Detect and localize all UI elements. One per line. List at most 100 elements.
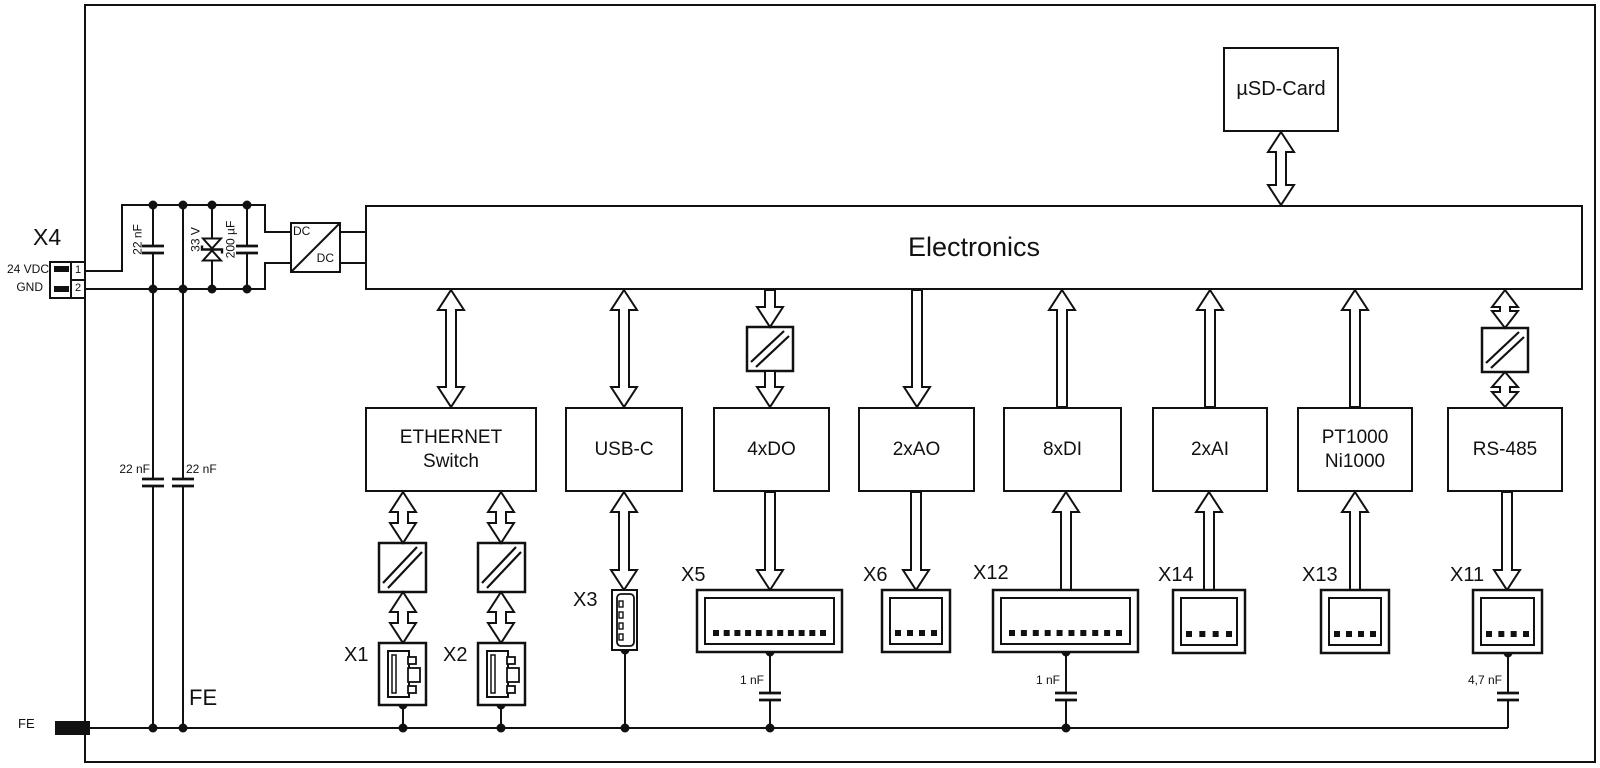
terminal-pin-dot (787, 630, 794, 636)
block-label: RS-485 (1472, 438, 1538, 460)
terminal-pin-dot (1032, 630, 1039, 636)
terminal-pin-dot (919, 630, 925, 636)
junction-dot (178, 723, 188, 733)
terminal-pin-dot (1068, 630, 1075, 636)
terminal-connector (1000, 597, 1131, 645)
usb-pin (618, 611, 624, 619)
pin1-number: 1 (74, 264, 82, 276)
block-usb-c: USB-C (565, 407, 683, 492)
fe-terminal-bar (55, 721, 90, 735)
x12-drop-cap-value: 1 nF (1035, 673, 1060, 687)
terminal-pin-dot (1370, 631, 1376, 637)
pin2-number: 2 (74, 282, 82, 294)
junction-dot (148, 723, 158, 733)
terminal-pin-dot (1498, 631, 1505, 637)
terminal-pin-dot (1346, 631, 1352, 637)
rj45-jack-icon (407, 656, 417, 665)
x4-connector-label: X4 (33, 224, 62, 250)
terminal-pin-dot (1523, 631, 1529, 637)
block-label: 4xDO (747, 438, 796, 460)
terminal-pin-dot (1092, 630, 1099, 636)
connector-label-x12: X12 (973, 562, 1009, 584)
terminal-pin-dot (895, 630, 901, 636)
block-2xao: 2xAO (858, 407, 975, 492)
rj45-jack-icon (506, 685, 516, 694)
connector-label-x13: X13 (1302, 564, 1338, 586)
terminal-pin-dot (1186, 631, 1192, 637)
isolation-barrier-icon (481, 546, 517, 584)
rj45-jack-icon (387, 650, 410, 698)
block-label: 2xAO (892, 438, 941, 460)
usb-pin (618, 633, 624, 641)
terminal-pin-dot (723, 630, 730, 636)
sd-card-label: µSD-Card (1236, 78, 1326, 100)
ai-port-arrow (1194, 490, 1224, 591)
terminal-connector (889, 597, 943, 645)
junction-dot (765, 723, 775, 733)
tvs-diode-icon (200, 237, 224, 250)
terminal-pin-dot (809, 630, 816, 636)
terminal-pin-dot (907, 630, 913, 636)
terminal-pin-dot (713, 630, 719, 636)
block-label: Switch (423, 450, 479, 472)
ethernet-port2-arrow (486, 590, 516, 645)
wire (85, 204, 291, 272)
ethernet-bus-arrow (436, 288, 466, 409)
isolation-barrier-icon (1485, 331, 1520, 364)
terminal-pin-dot (777, 630, 784, 636)
block-label: Ni1000 (1324, 450, 1386, 472)
emi-cap2-value: 22 nF (186, 462, 217, 476)
isolation-barrier-icon (755, 335, 790, 368)
block-8xdi: 8xDI (1003, 407, 1122, 492)
junction-dot (1061, 723, 1071, 733)
tvs-diode-icon (200, 249, 224, 262)
terminal-pin-dot (1104, 630, 1111, 636)
junction-dot (207, 284, 217, 294)
electronics-box: Electronics (365, 205, 1583, 290)
x4-pin1-contact (54, 266, 69, 272)
terminal-pin-dot (1334, 631, 1340, 637)
terminal-pin-dot (1009, 630, 1015, 636)
isolation-barrier-icon (377, 541, 428, 594)
di-bus-arrow (1047, 288, 1077, 408)
sd-card-arrow (1266, 130, 1296, 207)
connector-label-x11: X11 (1450, 564, 1485, 586)
block-label: 2xAI (1190, 438, 1230, 460)
wire (85, 262, 291, 290)
isolation-barrier-icon (1480, 326, 1530, 374)
junction-dot (398, 723, 408, 733)
rj45-jack-icon (407, 685, 417, 694)
tvs-diode-value: 33 V (188, 227, 203, 252)
terminal-pin-dot (1044, 630, 1051, 636)
terminal-connector (1328, 597, 1382, 646)
ao-port-arrow (901, 491, 931, 592)
block-2xai: 2xAI (1152, 407, 1268, 492)
terminal-pin-dot (1020, 630, 1027, 636)
bulk-cap-value: 200 µF (223, 220, 238, 259)
ethernet-port1-arrow (388, 490, 418, 545)
junction-dot (178, 200, 188, 210)
rs485-bus-arrow (1489, 288, 1521, 330)
usb-pin (618, 622, 624, 630)
di-port-arrow (1051, 490, 1081, 591)
x4-pin2-contact (54, 286, 69, 292)
isolation-barrier-icon (750, 330, 785, 363)
connector-label-x14: X14 (1158, 564, 1194, 586)
pin1-name: 24 VDC (6, 262, 49, 276)
block-rs-485: RS-485 (1447, 407, 1563, 492)
x5-drop-cap-value: 1 nF (739, 673, 764, 687)
fe-terminal-label: FE (18, 716, 35, 731)
junction-dot (242, 284, 252, 294)
usb-pin (618, 600, 624, 608)
isolation-barrier-icon (486, 551, 522, 589)
block-label: PT1000 (1321, 426, 1389, 448)
ethernet-port1-arrow (388, 590, 418, 645)
terminal-connector (704, 597, 835, 645)
do-bus-arrow (755, 289, 785, 329)
isolation-barrier-icon (382, 546, 418, 584)
temp-bus-arrow (1340, 288, 1370, 408)
electronics-label: Electronics (907, 232, 1041, 262)
pin2-name: GND (16, 280, 43, 294)
block-label: ETHERNET (399, 426, 503, 448)
